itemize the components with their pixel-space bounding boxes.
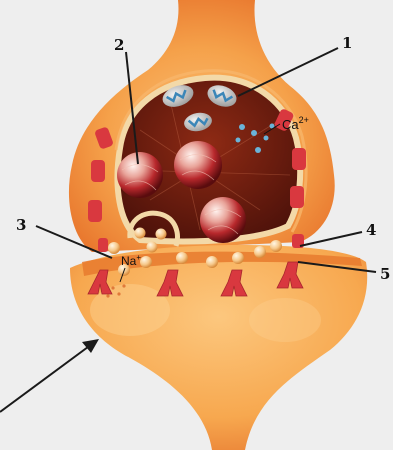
callout-5: 5 [380, 265, 390, 283]
postsynaptic-neuron [70, 245, 367, 450]
postsynaptic-arrow-head [82, 339, 99, 353]
postsynaptic-arrow-shaft [0, 344, 92, 412]
callout-3: 3 [16, 216, 26, 234]
synaptic-vesicle [174, 141, 222, 189]
callout-1: 1 [342, 34, 352, 52]
synaptic-vesicle [117, 152, 163, 198]
callout-2: 2 [114, 36, 124, 54]
callout-4: 4 [366, 221, 376, 239]
synaptic-vesicle [200, 197, 246, 243]
